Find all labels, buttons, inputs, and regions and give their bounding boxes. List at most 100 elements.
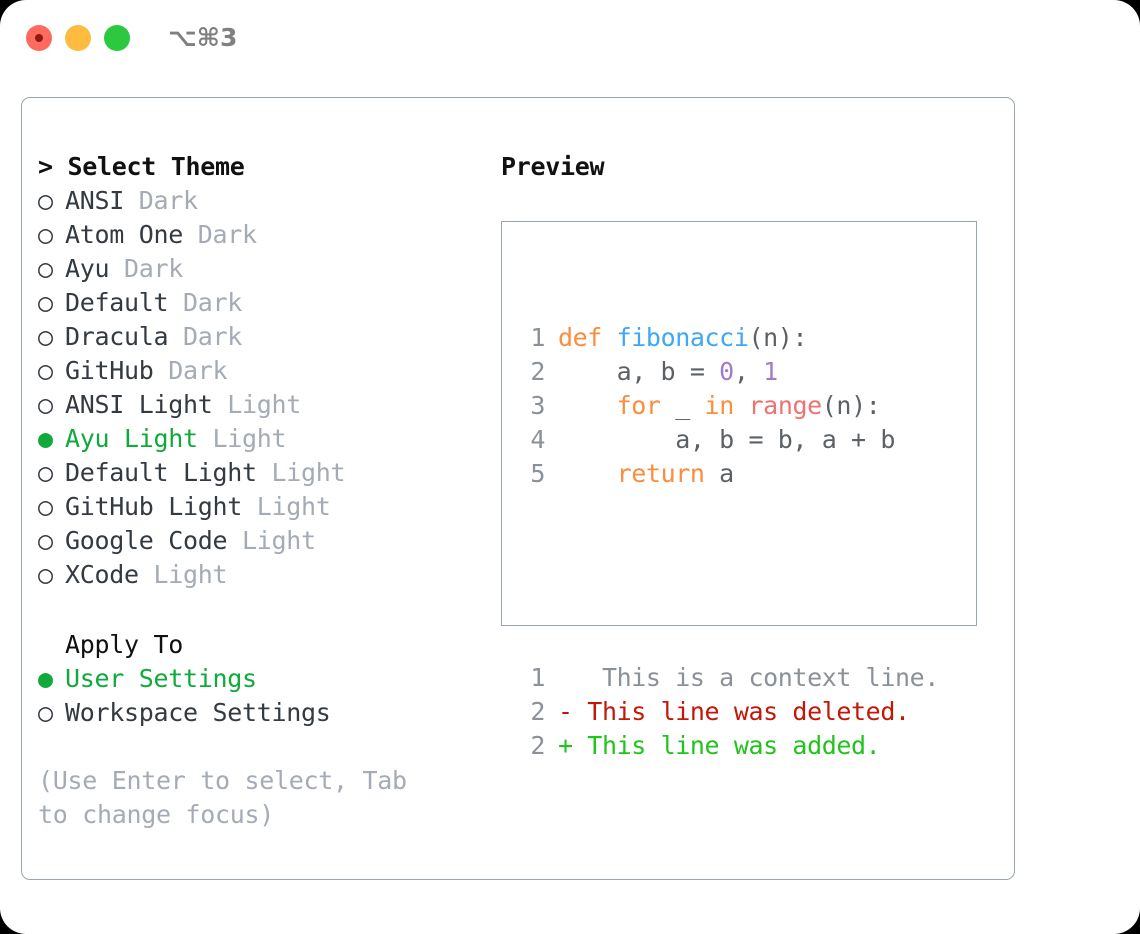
theme-option-label: GitHub [65, 356, 154, 385]
theme-option-label: GitHub Light [65, 492, 243, 521]
diff-line-number: 2 [530, 731, 545, 760]
label-gap [154, 356, 169, 385]
label-gap [109, 254, 124, 283]
preview-title: Preview [501, 152, 605, 181]
radio-selected-icon: ● [38, 424, 53, 453]
theme-option-variant-tag: Dark [168, 356, 228, 385]
label-gap [198, 424, 213, 453]
diff-sample: 1 This is a context line.2- This line wa… [521, 661, 939, 763]
theme-option-variant-tag: Light [256, 492, 331, 521]
theme-option-atom-one[interactable]: ○Atom One Dark [38, 218, 478, 252]
theme-option-variant-tag: Dark [183, 288, 243, 317]
theme-option-github-light[interactable]: ○ GitHub Light Light [38, 490, 478, 524]
code-token [734, 391, 749, 420]
theme-option-ayu[interactable]: ○Ayu Dark [38, 252, 478, 286]
theme-option-github[interactable]: ○ GitHub Dark [38, 354, 478, 388]
apply-to-option-label: User Settings [65, 664, 257, 693]
theme-option-label: Google Code [65, 526, 228, 555]
radio-unselected-icon: ○ [38, 356, 53, 385]
radio-unselected-icon: ○ [38, 492, 53, 521]
theme-option-variant-tag: Dark [138, 186, 198, 215]
code-line: 3 for _ in range(n): [521, 389, 939, 423]
theme-option-dracula[interactable]: ○Dracula Dark [38, 320, 478, 354]
theme-option-label: Ayu Light [65, 424, 198, 453]
theme-option-variant-tag: Light [212, 424, 287, 453]
label-gap [139, 560, 154, 589]
radio-unselected-icon: ○ [38, 560, 53, 589]
code-token [558, 391, 617, 420]
diff-text: This line was deleted. [572, 697, 910, 726]
keyboard-shortcut-label: ⌥⌘3 [168, 23, 238, 52]
diff-text: This line was added. [572, 731, 881, 760]
traffic-lights [26, 25, 130, 51]
radio-selected-icon: ● [38, 664, 53, 693]
keyboard-hint: (Use Enter to select, Tab to change focu… [38, 766, 407, 829]
code-token [558, 459, 617, 488]
code-token: a [704, 459, 734, 488]
label-gap [227, 526, 242, 555]
theme-option-variant-tag: Light [153, 560, 228, 589]
label-gap [183, 220, 198, 249]
label-gap [242, 492, 257, 521]
code-token: def [558, 323, 617, 352]
radio-unselected-icon: ○ [38, 322, 53, 351]
diff-sign: + [558, 731, 573, 760]
code-token: range [748, 391, 823, 420]
section-spacer [38, 592, 478, 628]
code-line-number: 1 [530, 323, 545, 352]
apply-to-list: ● User Settings ○ Workspace Settings [38, 662, 478, 730]
theme-option-google-code[interactable]: ○Google Code Light [38, 524, 478, 558]
theme-option-label: ANSI [65, 186, 125, 215]
theme-option-ayu-light[interactable]: ● Ayu Light Light [38, 422, 478, 456]
code-token: a, b = [558, 357, 720, 386]
apply-to-option-user-settings[interactable]: ● User Settings [38, 662, 478, 696]
diff-line-number: 1 [530, 663, 545, 692]
code-line: 1 def fibonacci(n): [521, 321, 939, 355]
code-token: return [616, 459, 705, 488]
theme-option-label: XCode [65, 560, 139, 589]
code-line-number: 4 [530, 425, 545, 454]
code-token: _ [660, 391, 705, 420]
code-token: for [616, 391, 661, 420]
minimize-window-button[interactable] [65, 25, 91, 51]
code-token: fibonacci [616, 323, 749, 352]
title-bar: ⌥⌘3 [0, 0, 1140, 78]
apply-to-option-workspace-settings[interactable]: ○ Workspace Settings [38, 696, 478, 730]
theme-selector-panel: > Select Theme ○ANSI Dark○Atom One Dark○… [21, 97, 1015, 880]
theme-option-xcode[interactable]: ○ XCode Light [38, 558, 478, 592]
theme-option-ansi[interactable]: ○ANSI Dark [38, 184, 478, 218]
theme-option-default[interactable]: ○ Default Dark [38, 286, 478, 320]
theme-option-label: Default [65, 288, 169, 317]
maximize-window-button[interactable] [104, 25, 130, 51]
theme-list-header: > Select Theme [38, 152, 245, 181]
radio-unselected-icon: ○ [38, 254, 53, 283]
close-window-button[interactable] [26, 25, 52, 51]
diff-line-number: 2 [530, 697, 545, 726]
theme-option-ansi-light[interactable]: ○ANSI Light Light [38, 388, 478, 422]
radio-unselected-icon: ○ [38, 698, 53, 727]
code-line-number: 2 [530, 357, 545, 386]
theme-option-variant-tag: Dark [183, 322, 243, 351]
label-gap [168, 322, 183, 351]
theme-option-variant-tag: Light [271, 458, 346, 487]
radio-unselected-icon: ○ [38, 288, 53, 317]
theme-option-default-light[interactable]: ○Default Light Light [38, 456, 478, 490]
theme-option-variant-tag: Light [242, 526, 316, 555]
theme-option-label: Atom One [65, 220, 184, 249]
code-token: (n): [748, 323, 808, 352]
apply-to-option-label: Workspace Settings [65, 698, 331, 727]
panel-columns: > Select Theme ○ANSI Dark○Atom One Dark○… [22, 98, 1014, 879]
radio-unselected-icon: ○ [38, 220, 53, 249]
diff-line-add: 2 + This line was added. [521, 729, 939, 763]
code-line: 4 a, b = b, a + b [521, 423, 939, 457]
code-token: 0 [719, 357, 734, 386]
theme-option-label: Default Light [65, 458, 257, 487]
label-gap [213, 390, 228, 419]
diff-line-del: 2- This line was deleted. [521, 695, 939, 729]
code-blank-line [521, 559, 939, 593]
